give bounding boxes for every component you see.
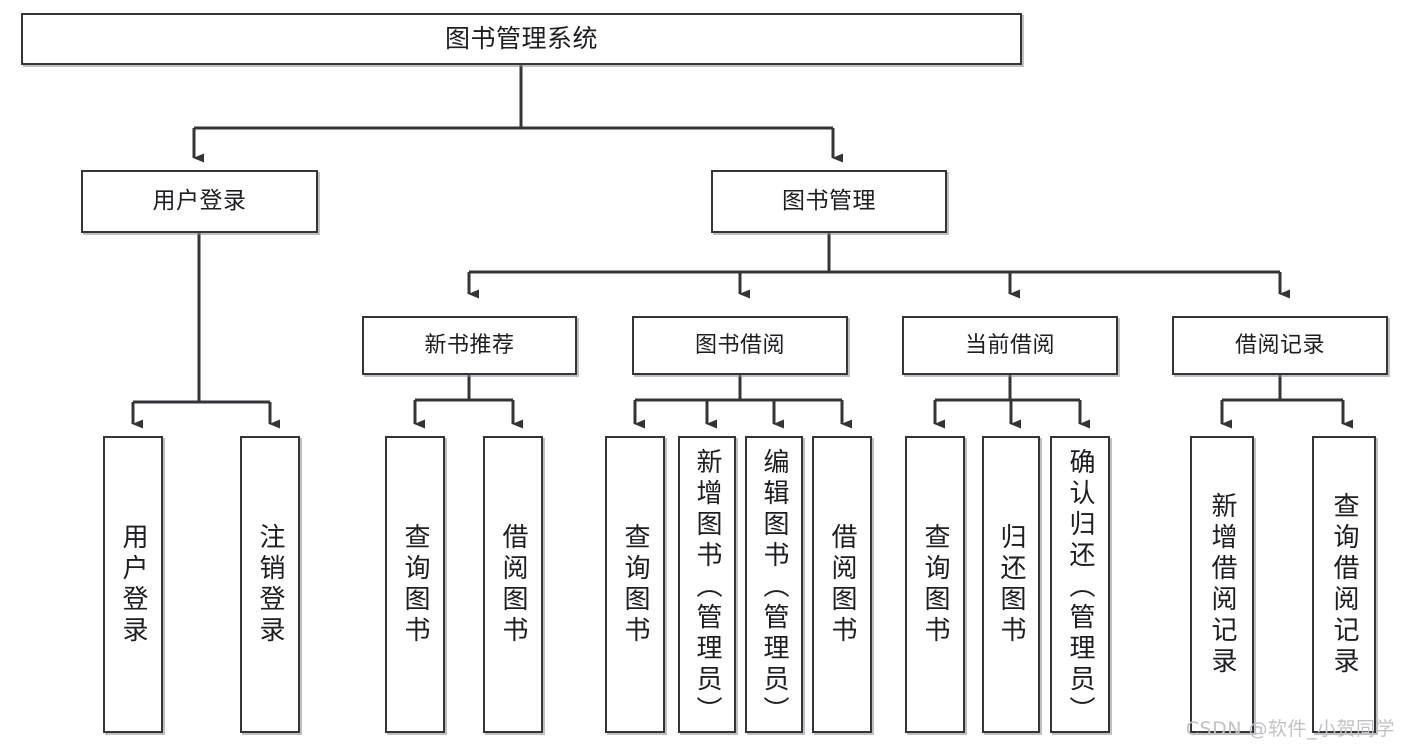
node-borrow-record[interactable]: 借阅记录 — [1172, 316, 1388, 375]
leaf-query-record[interactable]: 查询借阅记录 — [1312, 436, 1376, 733]
leaf-query-book-3[interactable]: 查询图书 — [905, 436, 965, 733]
leaf-return-book[interactable]: 归还图书 — [982, 436, 1040, 733]
node-new-book-recommend[interactable]: 新书推荐 — [362, 316, 577, 375]
leaf-query-book-3-label: 查询图书 — [920, 522, 950, 647]
leaf-add-record-label: 新增借阅记录 — [1207, 491, 1237, 678]
leaf-user-login[interactable]: 用户登录 — [103, 436, 163, 733]
leaf-query-book-1[interactable]: 查询图书 — [385, 436, 445, 733]
csdn-watermark: CSDN @软件_小贺同学 — [1185, 718, 1395, 740]
leaf-edit-book-label: 编辑图书（管理员） — [759, 448, 789, 727]
node-root-label: 图书管理系统 — [444, 24, 598, 54]
node-book-borrow-label: 图书借阅 — [694, 332, 785, 358]
node-new-book-recommend-label: 新书推荐 — [424, 332, 515, 358]
leaf-user-login-label: 用户登录 — [118, 522, 148, 647]
leaf-confirm-return-label: 确认归还（管理员） — [1065, 448, 1095, 727]
node-borrow-record-label: 借阅记录 — [1234, 332, 1325, 358]
leaf-borrow-book-2-label: 借阅图书 — [827, 522, 857, 647]
leaf-add-book-label: 新增图书（管理员） — [692, 448, 722, 727]
leaf-edit-book[interactable]: 编辑图书（管理员） — [745, 436, 803, 733]
leaf-return-book-label: 归还图书 — [996, 522, 1026, 647]
leaf-confirm-return[interactable]: 确认归还（管理员） — [1050, 436, 1110, 733]
leaf-borrow-book-1[interactable]: 借阅图书 — [483, 436, 543, 733]
leaf-logout-login-label: 注销登录 — [255, 522, 285, 647]
leaf-borrow-book-2[interactable]: 借阅图书 — [812, 436, 872, 733]
node-book-manage-label: 图书管理 — [782, 187, 876, 214]
node-current-borrow[interactable]: 当前借阅 — [902, 316, 1118, 375]
node-user-login-label: 用户登录 — [152, 187, 247, 214]
leaf-logout-login[interactable]: 注销登录 — [240, 436, 300, 733]
node-book-manage[interactable]: 图书管理 — [711, 170, 947, 233]
leaf-query-book-2-label: 查询图书 — [620, 522, 650, 647]
leaf-query-record-label: 查询借阅记录 — [1329, 491, 1359, 678]
leaf-add-book[interactable]: 新增图书（管理员） — [678, 436, 736, 733]
leaf-add-record[interactable]: 新增借阅记录 — [1190, 436, 1254, 733]
node-root[interactable]: 图书管理系统 — [21, 13, 1022, 65]
leaf-borrow-book-1-label: 借阅图书 — [498, 522, 528, 647]
node-current-borrow-label: 当前借阅 — [964, 332, 1055, 358]
leaf-query-book-1-label: 查询图书 — [400, 522, 430, 647]
node-book-borrow[interactable]: 图书借阅 — [632, 316, 848, 375]
node-user-login[interactable]: 用户登录 — [81, 170, 318, 233]
leaf-query-book-2[interactable]: 查询图书 — [605, 436, 665, 733]
